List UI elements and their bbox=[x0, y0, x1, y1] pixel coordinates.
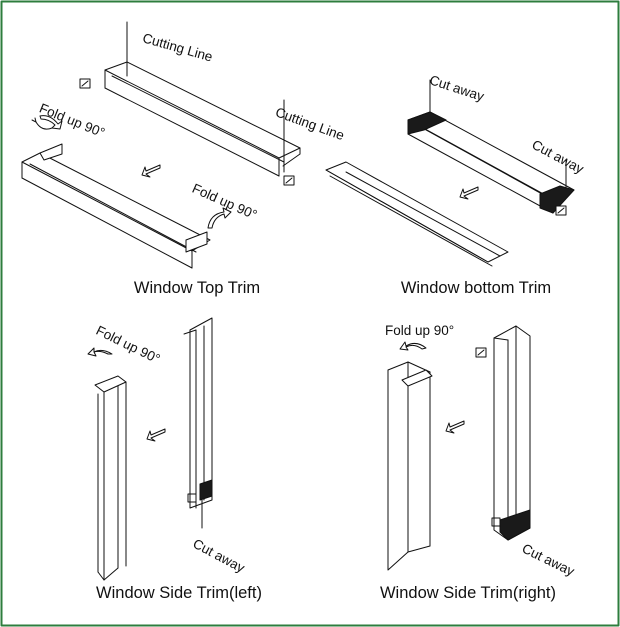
caption-side-left: Window Side Trim(left) bbox=[96, 584, 262, 602]
end-tab-left bbox=[79, 78, 91, 89]
side-right-folded-piece bbox=[387, 361, 433, 571]
direction-arrow-bottom bbox=[459, 186, 479, 200]
end-tab-right bbox=[283, 175, 295, 186]
bottom-trim-folded-piece bbox=[325, 161, 509, 267]
side-left-folded-piece bbox=[94, 375, 127, 581]
annotation-fold-up-side-right: Fold up 90° bbox=[385, 323, 455, 338]
side-right-figure bbox=[387, 325, 531, 571]
fold-up-arrow-icon bbox=[39, 115, 63, 130]
fold-arrow-top-left bbox=[35, 121, 53, 130]
caption-side-right: Window Side Trim(right) bbox=[379, 584, 557, 602]
caption-bottom-trim: Window bottom Trim bbox=[400, 279, 552, 297]
cut-away-region-left bbox=[407, 111, 447, 135]
direction-arrow-top bbox=[141, 164, 161, 178]
top-trim-flat-piece bbox=[79, 21, 301, 186]
bottom-trim-flat-piece bbox=[407, 79, 575, 216]
side-right-flat-piece bbox=[475, 325, 531, 541]
cut-away-region-right bbox=[539, 185, 575, 214]
end-tab-side-left bbox=[187, 493, 197, 503]
top-trim-figure bbox=[21, 21, 301, 269]
fold-up-arrow-icon-3 bbox=[87, 347, 113, 357]
cut-away-region-side-left bbox=[199, 479, 213, 501]
caption-top-trim: Window Top Trim bbox=[133, 279, 261, 297]
fold-up-arrow-icon-4 bbox=[399, 341, 427, 351]
top-trim-folded-piece bbox=[21, 143, 211, 269]
cut-away-region-side-right bbox=[499, 509, 531, 541]
side-left-flat-piece bbox=[183, 317, 213, 529]
direction-arrow-side-right bbox=[445, 420, 465, 434]
side-left-figure bbox=[87, 317, 213, 581]
end-tab-side-right bbox=[475, 347, 487, 358]
bottom-trim-figure bbox=[325, 79, 575, 267]
fold-up-arrow-icon-2 bbox=[207, 207, 232, 229]
end-tab-side-right-bottom bbox=[491, 517, 501, 527]
direction-arrow-side-left bbox=[146, 428, 166, 442]
